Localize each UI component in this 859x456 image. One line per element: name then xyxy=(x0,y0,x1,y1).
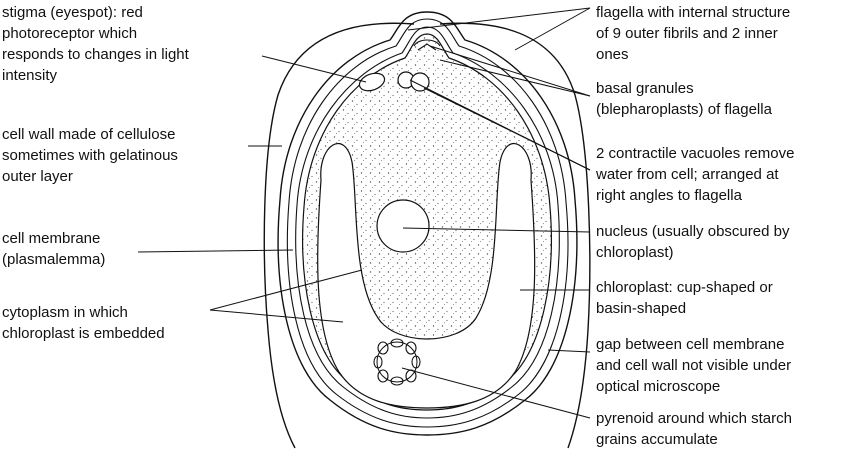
label-cell-membrane-line-2: (plasmalemma) xyxy=(2,251,105,268)
label-contractile-vacuoles-line-1: 2 contractile vacuoles remove xyxy=(596,145,794,162)
label-contractile-vacuoles: 2 contractile vacuoles remove water from… xyxy=(595,145,799,204)
label-cell-wall-line-2: sometimes with gelatinous xyxy=(2,147,178,164)
label-pyrenoid-line-1: pyrenoid around which starch xyxy=(596,410,792,427)
label-stigma: stigma (eyespot): red photoreceptor whic… xyxy=(2,4,193,84)
label-contractile-vacuoles-line-2: water from cell; arranged at xyxy=(595,166,779,183)
label-gap-line-1: gap between cell membrane xyxy=(596,336,784,353)
label-gap: gap between cell membrane and cell wall … xyxy=(596,336,795,395)
label-cytoplasm-line-1: cytoplasm in which xyxy=(2,304,128,321)
label-cell-wall: cell wall made of cellulose sometimes wi… xyxy=(2,126,182,185)
label-chloroplast: chloroplast: cup-shaped or basin-shaped xyxy=(596,279,777,317)
label-flagella-line-2: of 9 outer fibrils and 2 inner xyxy=(596,25,778,42)
label-nucleus: nucleus (usually obscured by chloroplast… xyxy=(596,223,794,261)
label-pyrenoid-line-2: grains accumulate xyxy=(596,431,718,448)
label-basal-granules-line-2: (blepharoplasts) of flagella xyxy=(596,101,773,118)
label-nucleus-line-2: chloroplast) xyxy=(596,244,674,261)
label-gap-line-2: and cell wall not visible under xyxy=(596,357,791,374)
label-cytoplasm-line-2: chloroplast is embedded xyxy=(2,325,165,342)
label-flagella: flagella with internal structure of 9 ou… xyxy=(596,4,794,63)
label-nucleus-line-1: nucleus (usually obscured by xyxy=(596,223,790,240)
label-stigma-line-4: intensity xyxy=(2,67,58,84)
label-gap-line-3: optical microscope xyxy=(596,378,720,395)
label-cell-membrane: cell membrane (plasmalemma) xyxy=(2,230,105,268)
label-flagella-line-3: ones xyxy=(596,46,629,63)
label-stigma-line-3: responds to changes in light xyxy=(2,46,190,63)
label-cell-wall-line-1: cell wall made of cellulose xyxy=(2,126,175,143)
nucleus xyxy=(377,200,429,252)
label-cytoplasm: cytoplasm in which chloroplast is embedd… xyxy=(2,304,165,342)
label-chloroplast-line-1: chloroplast: cup-shaped or xyxy=(596,279,773,296)
label-cell-wall-line-3: outer layer xyxy=(2,168,73,185)
label-chloroplast-line-2: basin-shaped xyxy=(596,300,686,317)
label-stigma-line-1: stigma (eyespot): red xyxy=(2,4,143,21)
label-stigma-line-2: photoreceptor which xyxy=(2,25,137,42)
label-contractile-vacuoles-line-3: right angles to flagella xyxy=(596,187,743,204)
label-basal-granules-line-1: basal granules xyxy=(596,80,694,97)
label-flagella-line-1: flagella with internal structure xyxy=(596,4,790,21)
label-pyrenoid: pyrenoid around which starch grains accu… xyxy=(596,410,796,448)
label-cell-membrane-line-1: cell membrane xyxy=(2,230,100,247)
label-basal-granules: basal granules (blepharoplasts) of flage… xyxy=(596,80,773,118)
